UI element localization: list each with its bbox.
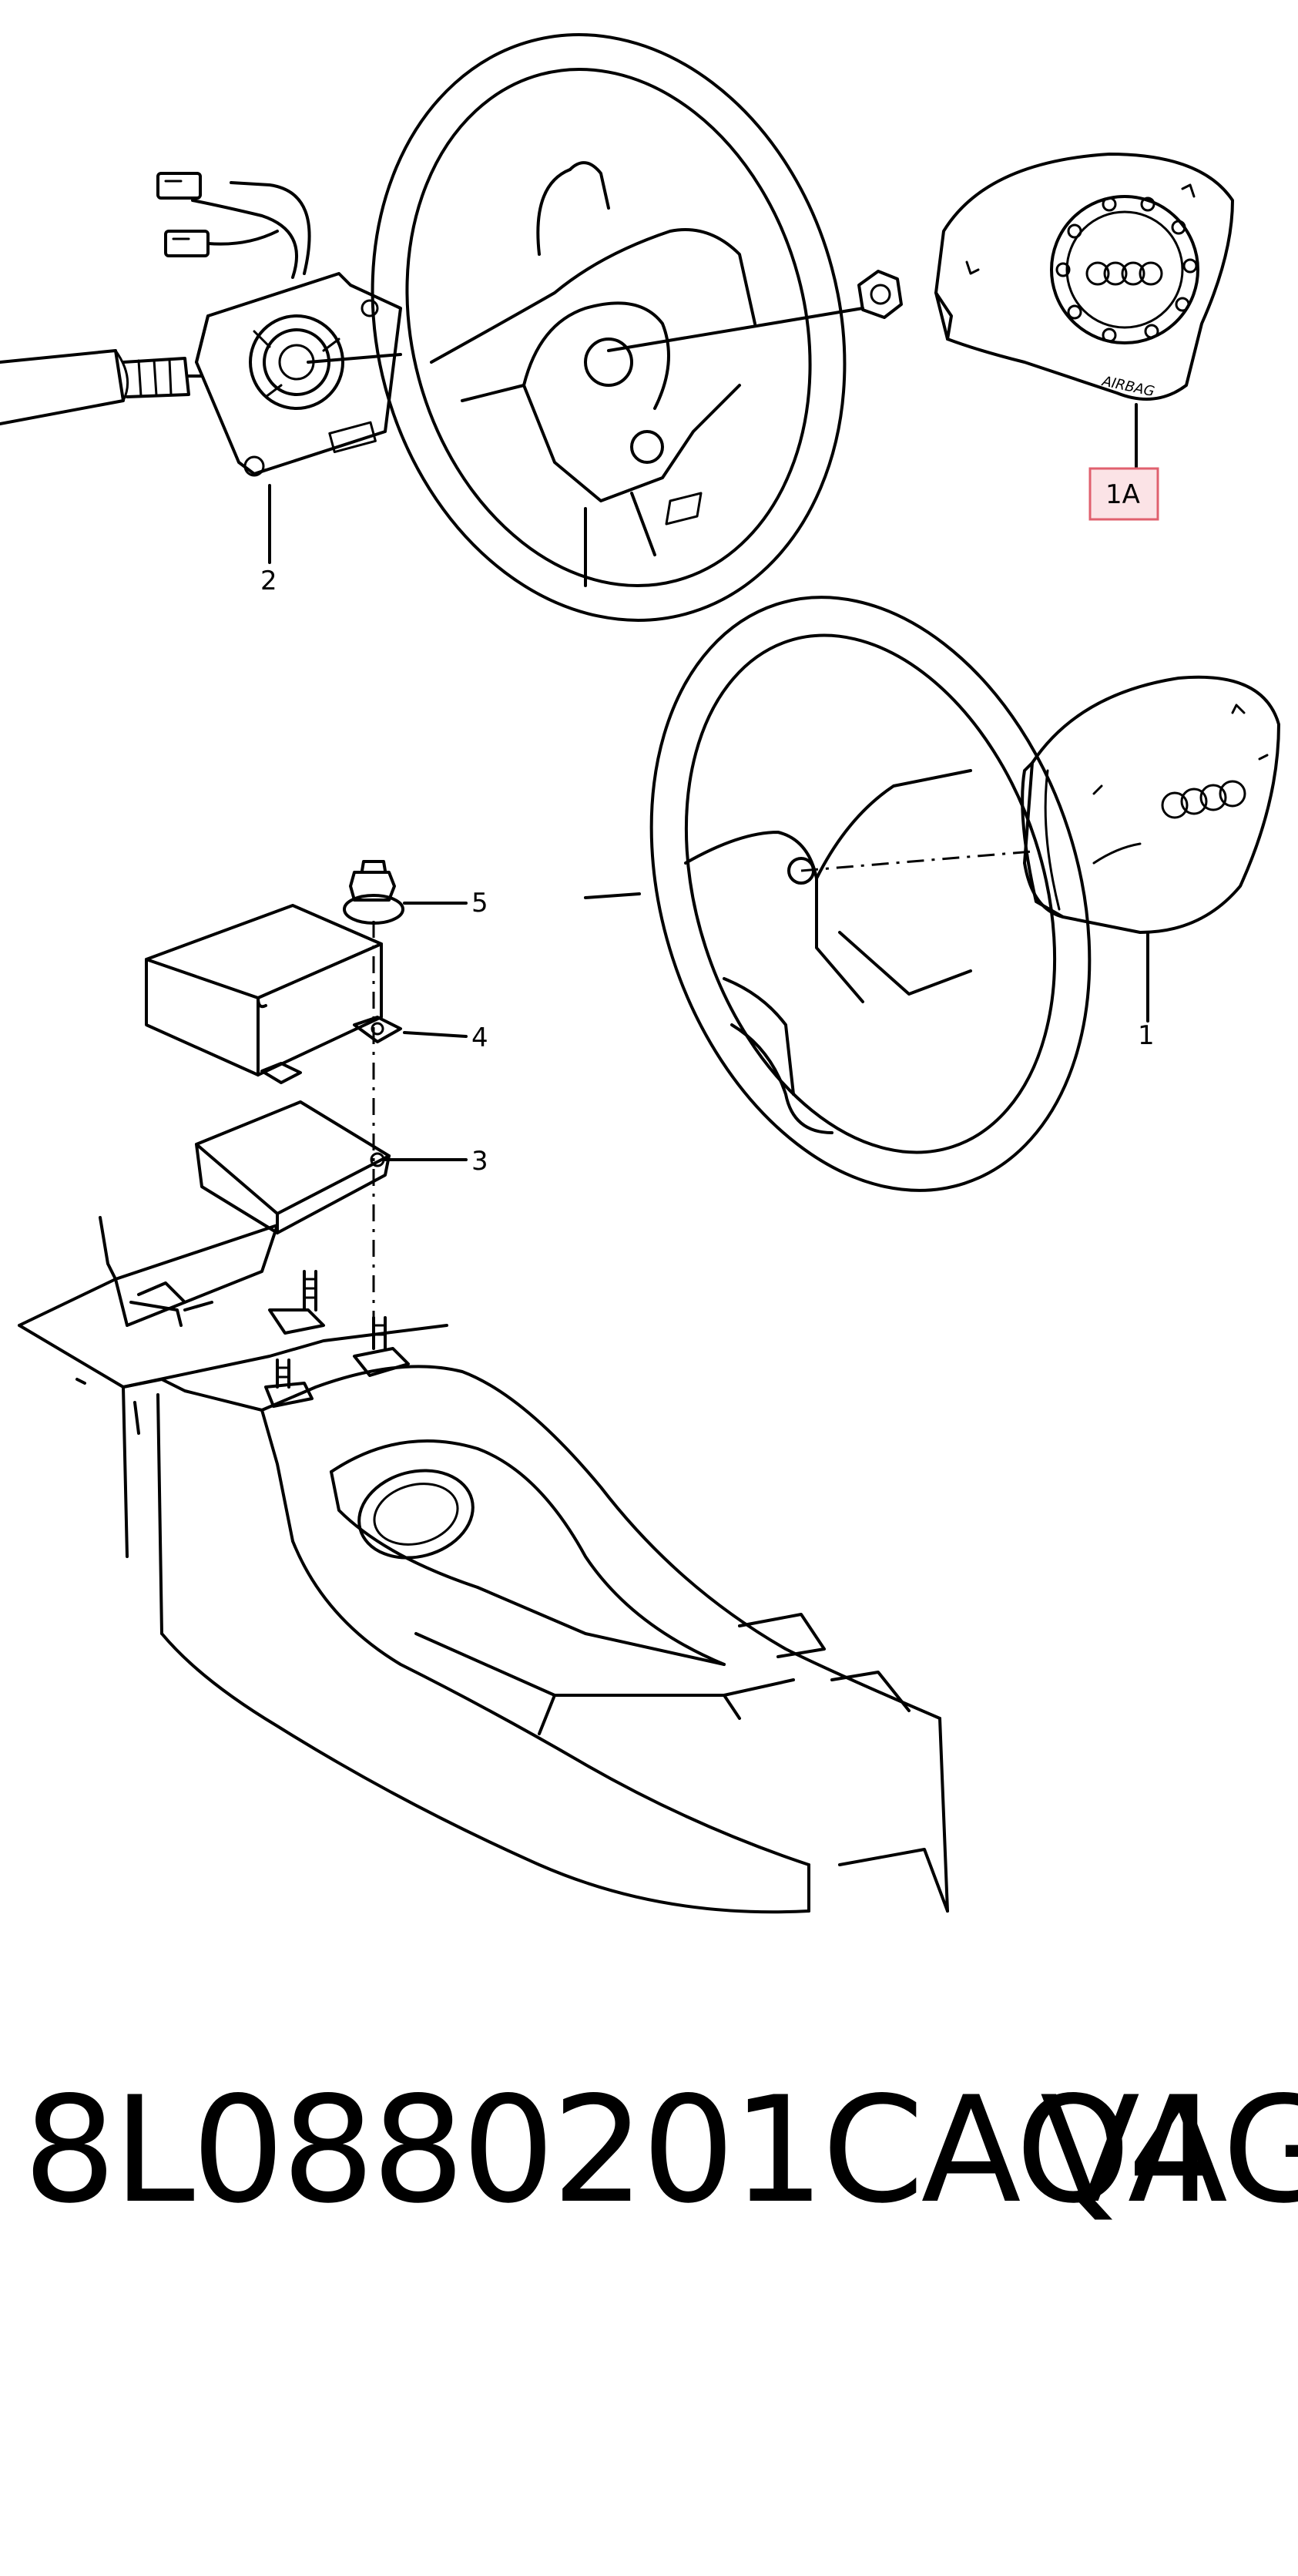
exploded-parts-diagram: AIRBAG 1A 1 5	[0, 33, 1280, 1914]
center-console	[18, 1216, 949, 1914]
callout-1a-box	[1088, 467, 1159, 521]
callout-3: 3	[471, 1146, 488, 1177]
part-number: 8L0880201CAQ4	[23, 2065, 1221, 2235]
callout-1a: 1A	[1105, 479, 1140, 510]
callout-2: 2	[260, 566, 277, 596]
steering-wheel-rear-view	[371, 33, 864, 622]
mounting-plate-part-3	[195, 1100, 468, 1234]
clock-spring-part-2	[0, 172, 402, 564]
callout-5: 5	[471, 888, 488, 919]
callout-1: 1	[1138, 1020, 1155, 1051]
airbag-unit-1a: AIRBAG	[934, 153, 1234, 472]
steering-wheel-with-airbag	[584, 596, 1280, 1192]
airbag-control-unit	[145, 904, 468, 1084]
brand-name: VAG	[1040, 2065, 1298, 2235]
nut	[857, 270, 903, 319]
callout-4: 4	[471, 1023, 488, 1053]
footer-label: 8L0880201CAQ4 VAG	[0, 2065, 1298, 2576]
bolt-with-washer-part-5	[343, 860, 468, 925]
